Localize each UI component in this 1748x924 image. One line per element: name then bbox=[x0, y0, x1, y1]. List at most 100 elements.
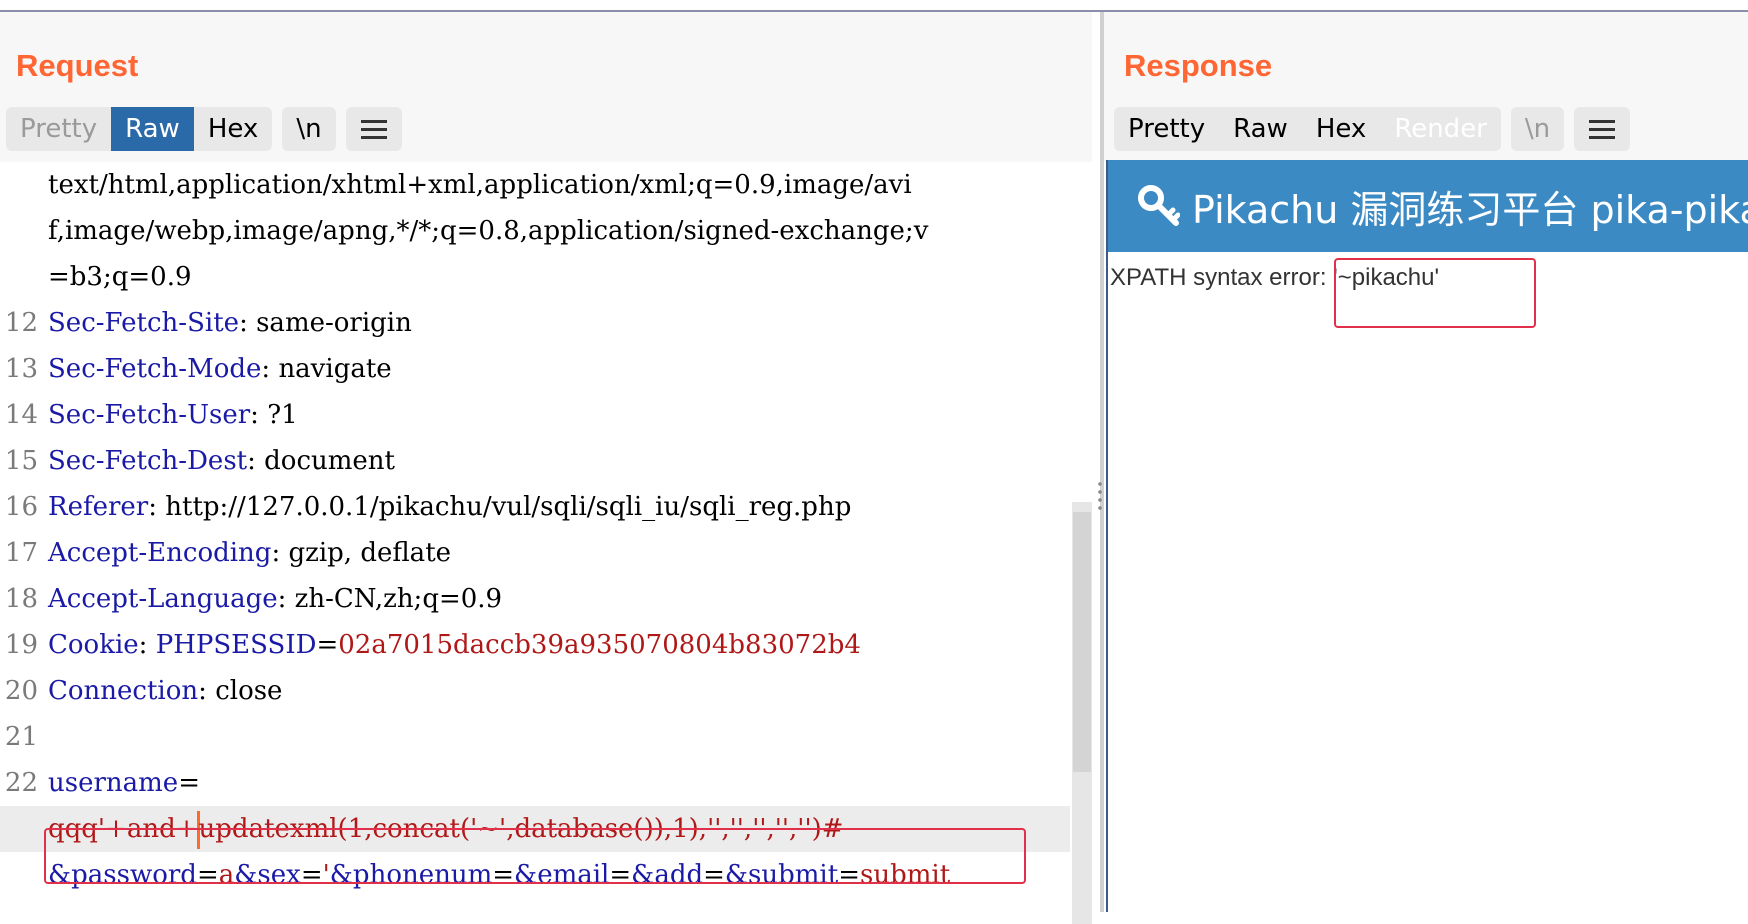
header-value: gzip, deflate bbox=[288, 538, 452, 568]
header-value: ?1 bbox=[267, 400, 298, 430]
line-text: text/html,application/xhtml+xml,applicat… bbox=[48, 162, 912, 208]
line-number: 18 bbox=[4, 584, 38, 614]
param-name: &sex bbox=[234, 860, 301, 890]
header-value: http://127.0.0.1/pikachu/vul/sqli/sqli_i… bbox=[165, 492, 852, 522]
banner-title: Pikachu 漏洞练习平台 pika-pika~ bbox=[1192, 187, 1748, 232]
header-name: Sec-Fetch-Site bbox=[48, 308, 240, 338]
line-text: Sec-Fetch-User: ?1 bbox=[48, 392, 298, 438]
header-separator: : bbox=[247, 446, 265, 476]
code-line: =b3;q=0.9 bbox=[0, 254, 1070, 300]
code-line: 15 Sec-Fetch-Dest: document bbox=[0, 438, 1070, 484]
line-number: 20 bbox=[4, 676, 38, 706]
header-value: navigate bbox=[278, 354, 392, 384]
response-menu-button[interactable] bbox=[1574, 107, 1631, 151]
request-title: Request bbox=[16, 48, 139, 83]
line-text: Accept-Encoding: gzip, deflate bbox=[48, 530, 451, 576]
top-border bbox=[0, 10, 1748, 12]
tab-pretty[interactable]: Pretty bbox=[6, 107, 112, 151]
line-text: Sec-Fetch-Dest: document bbox=[48, 438, 395, 484]
code-line: 21 bbox=[0, 714, 1070, 760]
raw-text: =b3;q=0.9 bbox=[48, 262, 192, 292]
header-value: zh-CN,zh;q=0.9 bbox=[294, 584, 503, 614]
param-name: &phonenum bbox=[329, 860, 493, 890]
pane-divider[interactable] bbox=[1100, 12, 1104, 912]
cookie-value: 02a7015daccb39a935070804b83072b4 bbox=[338, 630, 861, 660]
line-number: 19 bbox=[4, 630, 38, 660]
cookie-equals: = bbox=[316, 630, 339, 660]
header-name: Sec-Fetch-User bbox=[48, 400, 251, 430]
request-pane: Request Pretty Raw Hex \n text/html,appl… bbox=[0, 12, 1092, 924]
hamburger-icon bbox=[1589, 119, 1616, 123]
code-line: 20 Connection: close bbox=[0, 668, 1070, 714]
header-separator: : bbox=[148, 492, 166, 522]
newline-toggle-button[interactable]: \n bbox=[1510, 107, 1565, 151]
tab-render[interactable]: Render bbox=[1380, 107, 1501, 151]
header-name: Sec-Fetch-Dest bbox=[48, 446, 248, 476]
line-text: Sec-Fetch-Site: same-origin bbox=[48, 300, 412, 346]
param-name: &password bbox=[48, 860, 197, 890]
line-number: 13 bbox=[4, 354, 38, 384]
header-separator: : bbox=[138, 630, 156, 660]
error-highlight-box bbox=[1334, 258, 1536, 328]
line-number: 14 bbox=[4, 400, 38, 430]
code-line: 16 Referer: http://127.0.0.1/pikachu/vul/… bbox=[0, 484, 1070, 530]
resize-grip-icon[interactable] bbox=[1098, 480, 1102, 510]
header-name: Sec-Fetch-Mode bbox=[48, 354, 262, 384]
pikachu-banner: Pikachu 漏洞练习平台 pika-pika~ bbox=[1108, 160, 1748, 252]
header-separator: : bbox=[277, 584, 295, 614]
request-menu-button[interactable] bbox=[345, 107, 402, 151]
tab-raw[interactable]: Raw bbox=[111, 107, 194, 151]
line-text: Accept-Language: zh-CN,zh;q=0.9 bbox=[48, 576, 502, 622]
param-name: &email bbox=[514, 860, 610, 890]
header-name: Referer bbox=[48, 492, 149, 522]
line-number: 12 bbox=[4, 308, 38, 338]
hamburger-icon bbox=[360, 119, 387, 123]
line-number: 21 bbox=[4, 722, 38, 752]
line-text: username= bbox=[48, 760, 200, 806]
header-name: Connection bbox=[48, 676, 199, 706]
header-name: Accept-Encoding bbox=[48, 538, 272, 568]
response-pane: Response Pretty Raw Hex Render \n Pikach… bbox=[1104, 12, 1748, 912]
render-view: Pikachu 漏洞练习平台 pika-pika~ XPATH syntax e… bbox=[1106, 160, 1748, 912]
code-line: 19 Cookie: PHPSESSID=02a7015daccb39a93507… bbox=[0, 622, 1070, 668]
param-value: ' bbox=[322, 860, 330, 890]
line-number: 15 bbox=[4, 446, 38, 476]
response-title: Response bbox=[1124, 48, 1273, 83]
param-value: submit bbox=[860, 860, 951, 890]
tab-pretty[interactable]: Pretty bbox=[1114, 107, 1220, 151]
raw-text: text/html,application/xhtml+xml,applicat… bbox=[48, 170, 912, 200]
code-line: 17 Accept-Encoding: gzip, deflate bbox=[0, 530, 1070, 576]
header-separator: : bbox=[261, 354, 279, 384]
code-line: f,image/webp,image/apng,*/*;q=0.8,applic… bbox=[0, 208, 1070, 254]
header-name: Cookie bbox=[48, 630, 139, 660]
line-text: =b3;q=0.9 bbox=[48, 254, 192, 300]
key-icon bbox=[1138, 185, 1181, 227]
header-separator: : bbox=[239, 308, 257, 338]
header-separator: = bbox=[178, 768, 200, 798]
header-name: username bbox=[48, 768, 179, 798]
header-value: same-origin bbox=[256, 308, 412, 338]
header-value: document bbox=[264, 446, 395, 476]
line-text: Sec-Fetch-Mode: navigate bbox=[48, 346, 392, 392]
text-cursor bbox=[196, 811, 200, 849]
raw-text: f,image/webp,image/apng,*/*;q=0.8,applic… bbox=[48, 216, 929, 246]
param-name: &submit bbox=[724, 860, 839, 890]
tab-hex[interactable]: Hex bbox=[193, 107, 273, 151]
header-value: close bbox=[215, 676, 283, 706]
header-name: Accept-Language bbox=[48, 584, 278, 614]
request-editor[interactable]: text/html,application/xhtml+xml,applicat… bbox=[0, 162, 1070, 924]
cookie-name: PHPSESSID bbox=[155, 630, 317, 660]
header-separator: : bbox=[271, 538, 289, 568]
line-number: 17 bbox=[4, 538, 38, 568]
tab-raw[interactable]: Raw bbox=[1219, 107, 1302, 151]
tab-hex[interactable]: Hex bbox=[1301, 107, 1381, 151]
line-text: Connection: close bbox=[48, 668, 282, 714]
line-text: Referer: http://127.0.0.1/pikachu/vul/sq… bbox=[48, 484, 851, 530]
code-line: text/html,application/xhtml+xml,applicat… bbox=[0, 162, 1070, 208]
line-number: 16 bbox=[4, 492, 38, 522]
newline-toggle-button[interactable]: \n bbox=[282, 107, 336, 151]
request-scrollbar-thumb[interactable] bbox=[1073, 512, 1091, 772]
request-view-tabs: Pretty Raw Hex \n bbox=[6, 107, 402, 151]
code-line: 12 Sec-Fetch-Site: same-origin bbox=[0, 300, 1070, 346]
